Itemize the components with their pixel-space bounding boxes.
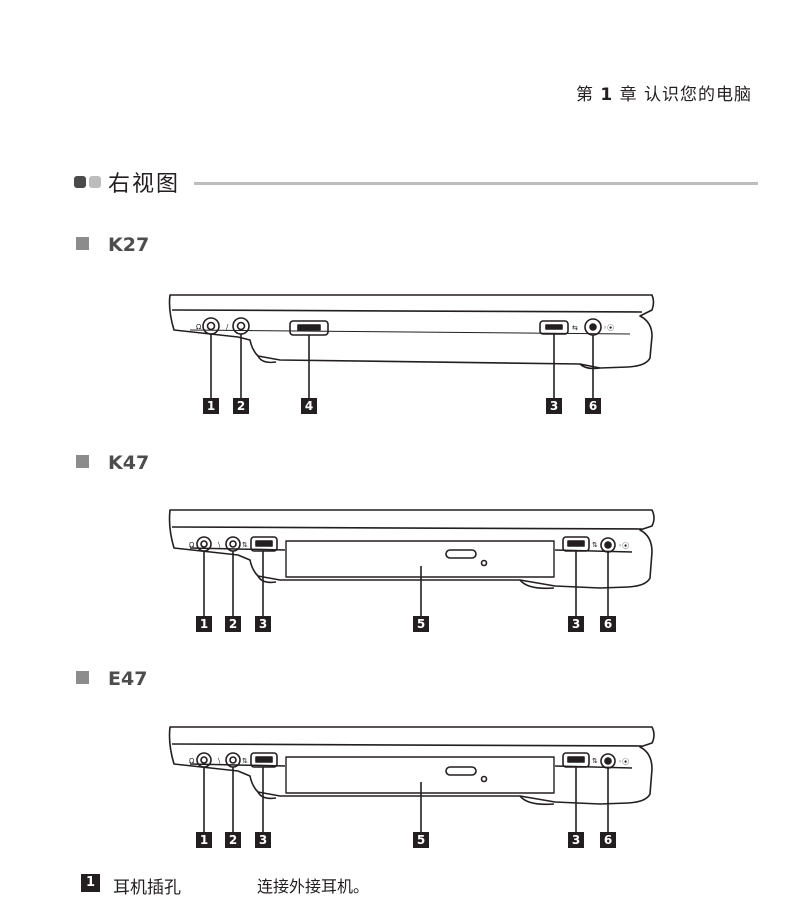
svg-text:◦⦿: ◦⦿ bbox=[603, 324, 614, 332]
callout-badge-e47-1: 1 bbox=[196, 832, 212, 848]
k47-optical-drive bbox=[285, 540, 555, 578]
k47-chassis-outline bbox=[168, 509, 655, 589]
svg-text:\: \ bbox=[218, 541, 221, 549]
section-rule bbox=[194, 182, 758, 185]
k27-seam-line bbox=[189, 329, 631, 335]
description-name: 耳机插孔 bbox=[113, 878, 181, 898]
svg-text:⇅: ⇅ bbox=[242, 541, 248, 549]
chapter-header: 第 1 章 认识您的电脑 bbox=[576, 80, 752, 105]
model-heading-k27: K27 bbox=[76, 234, 149, 256]
callout-badge-k47-5: 5 bbox=[413, 616, 429, 632]
svg-text:◦⦿: ◦⦿ bbox=[618, 542, 629, 550]
callout-badge-k27-4: 4 bbox=[301, 398, 317, 414]
k27-lid-line bbox=[171, 309, 643, 313]
description-number-badge: 1 bbox=[81, 874, 100, 892]
callout-badge-e47-5: 5 bbox=[413, 832, 429, 848]
section-title: 右视图 bbox=[108, 172, 181, 197]
svg-text:⇅: ⇅ bbox=[592, 541, 598, 549]
e47-chassis-outline bbox=[168, 726, 655, 805]
k27-chassis-outline bbox=[168, 294, 655, 369]
model-name: E47 bbox=[108, 668, 148, 690]
svg-text:⇆: ⇆ bbox=[572, 324, 578, 332]
callout-badge-k47-6: 6 bbox=[600, 616, 616, 632]
callout-badge-k27-3: 3 bbox=[546, 398, 562, 414]
svg-text:/: / bbox=[226, 323, 229, 331]
chapter-prefix: 第 bbox=[575, 85, 594, 105]
callout-badge-k47-1: 1 bbox=[196, 616, 212, 632]
chapter-number: 1 bbox=[600, 85, 614, 105]
callout-badge-k27-2: 2 bbox=[233, 398, 249, 414]
svg-text:◦⦿: ◦⦿ bbox=[618, 758, 629, 766]
model-bullet bbox=[76, 671, 89, 684]
svg-text:Ω: Ω bbox=[189, 541, 195, 549]
callout-badge-k47-2: 2 bbox=[225, 616, 241, 632]
section-bullet-light bbox=[89, 176, 101, 188]
section-heading: 右视图 bbox=[74, 168, 758, 198]
svg-text:⇅: ⇅ bbox=[592, 757, 598, 765]
e47-optical-drive bbox=[285, 756, 555, 794]
callout-badge-k27-1: 1 bbox=[203, 398, 219, 414]
description-row: 1 耳机插孔 连接外接耳机。 bbox=[81, 874, 681, 898]
chapter-title: 章 认识您的电脑 bbox=[619, 85, 752, 105]
callout-badge-e47-3: 3 bbox=[568, 832, 584, 848]
svg-text:⇅: ⇅ bbox=[242, 757, 248, 765]
callout-badge-k27-6: 6 bbox=[585, 398, 601, 414]
model-name: K27 bbox=[108, 234, 150, 256]
model-name: K47 bbox=[108, 452, 150, 474]
model-heading-k47: K47 bbox=[76, 452, 149, 474]
callout-badge-e47-3: 3 bbox=[255, 832, 271, 848]
model-bullet bbox=[76, 237, 89, 250]
svg-text:Ω: Ω bbox=[189, 757, 195, 765]
svg-text:Ω: Ω bbox=[196, 323, 202, 331]
section-bullet-dark bbox=[74, 176, 86, 188]
description-text: 连接外接耳机。 bbox=[257, 877, 370, 896]
callout-badge-k47-3: 3 bbox=[255, 616, 271, 632]
callout-badge-e47-2: 2 bbox=[225, 832, 241, 848]
callout-badge-k47-3: 3 bbox=[568, 616, 584, 632]
svg-text:\: \ bbox=[218, 757, 221, 765]
callout-badge-e47-6: 6 bbox=[600, 832, 616, 848]
model-heading-e47: E47 bbox=[76, 668, 147, 690]
model-bullet bbox=[76, 455, 89, 468]
